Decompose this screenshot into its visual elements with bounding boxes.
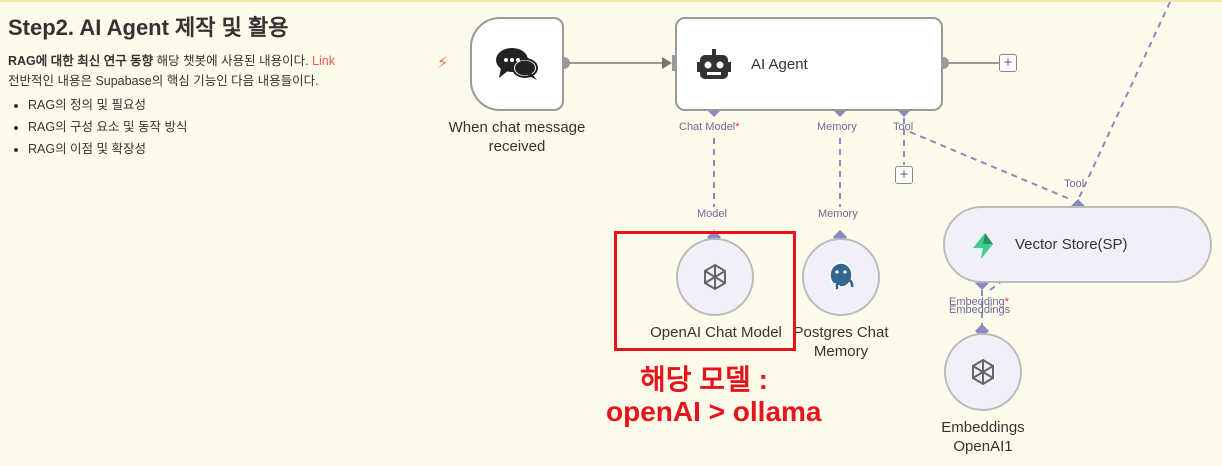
chat-trigger-node[interactable] xyxy=(470,17,564,111)
highlight-box xyxy=(614,231,796,351)
trigger-caption: When chat message received xyxy=(430,118,604,156)
model-port-label: Model xyxy=(697,208,727,220)
required-mark: * xyxy=(735,121,740,133)
memory-port-label: Memory xyxy=(817,121,857,133)
postgres-caption-line1: Postgres Chat xyxy=(793,324,889,341)
embedding-label-text: Embedding xyxy=(949,296,1005,308)
openai-icon xyxy=(704,263,726,291)
connection-arrow xyxy=(662,57,672,69)
embedding-port-label: Embedding* xyxy=(949,296,1009,308)
note-summary: 전반적인 내용은 Supabase의 핵심 기능인 다음 내용들이다. xyxy=(8,74,319,88)
ai-agent-node[interactable]: AI Agent xyxy=(675,17,943,111)
add-output-button[interactable]: + xyxy=(999,54,1017,72)
chat-model-label-text: Chat Model xyxy=(679,121,736,133)
note-intro-bold: RAG에 대한 최신 연구 동향 xyxy=(8,54,154,68)
vector-store-title: Vector Store(SP) xyxy=(1015,236,1128,253)
list-item: RAG의 정의 및 필요성 xyxy=(28,94,187,116)
note-intro-text: 해당 챗봇에 사용된 내용이다. xyxy=(153,54,313,68)
note-intro: RAG에 대한 최신 연구 동향 해당 챗봇에 사용된 내용이다. Link xyxy=(8,50,335,69)
postgres-caption-line2: Memory xyxy=(813,343,869,360)
tool-in-port-label: Tool xyxy=(1064,178,1085,190)
agent-title: AI Agent xyxy=(751,56,808,73)
postgres-caption: Postgres Chat Memory xyxy=(780,323,902,361)
list-item: RAG의 이점 및 확장성 xyxy=(28,138,187,160)
tool-port-label: Tool xyxy=(893,121,914,133)
openai-icon xyxy=(972,358,994,386)
embeddings-port-label: Embeddings xyxy=(949,304,1011,316)
trigger-caption-line1: When chat message xyxy=(448,119,586,136)
postgres-memory-node[interactable] xyxy=(802,238,880,316)
annotation-text: 해당 모델 : openAI > ollama xyxy=(606,364,822,428)
note-title: Step2. AI Agent 제작 및 활용 xyxy=(8,15,289,40)
postgres-icon xyxy=(829,262,854,293)
trigger-caption-line2: received xyxy=(488,138,546,155)
chat-model-port-label: Chat Model* xyxy=(679,121,740,133)
embeddings-caption-line1: Embeddings xyxy=(941,419,1025,436)
embeddings-node[interactable] xyxy=(944,333,1022,411)
lightning-icon: ⚡ xyxy=(437,55,449,72)
note-bullets: RAG의 정의 및 필요성 RAG의 구성 요소 및 동작 방식 RAG의 이점… xyxy=(8,94,187,160)
supabase-icon xyxy=(973,233,993,259)
embeddings-caption-line2: OpenAI1 xyxy=(953,438,1013,455)
embeddings-caption: Embeddings OpenAI1 xyxy=(918,418,1048,456)
robot-icon xyxy=(697,49,731,79)
note-link[interactable]: Link xyxy=(312,54,335,68)
chat-bubbles-icon xyxy=(496,48,538,80)
annotation-line2: openAI > ollama xyxy=(606,396,822,427)
openai-chat-caption: OpenAI Chat Model xyxy=(650,324,782,341)
memory-in-port-label: Memory xyxy=(818,208,858,220)
required-mark: * xyxy=(1004,296,1009,308)
add-tool-button[interactable]: + xyxy=(895,166,913,184)
openai-chat-model-node[interactable] xyxy=(676,238,754,316)
vector-store-node[interactable]: Vector Store(SP) xyxy=(943,206,1212,283)
list-item: RAG의 구성 요소 및 동작 방식 xyxy=(28,116,187,138)
annotation-line1: 해당 모델 : xyxy=(640,364,768,395)
